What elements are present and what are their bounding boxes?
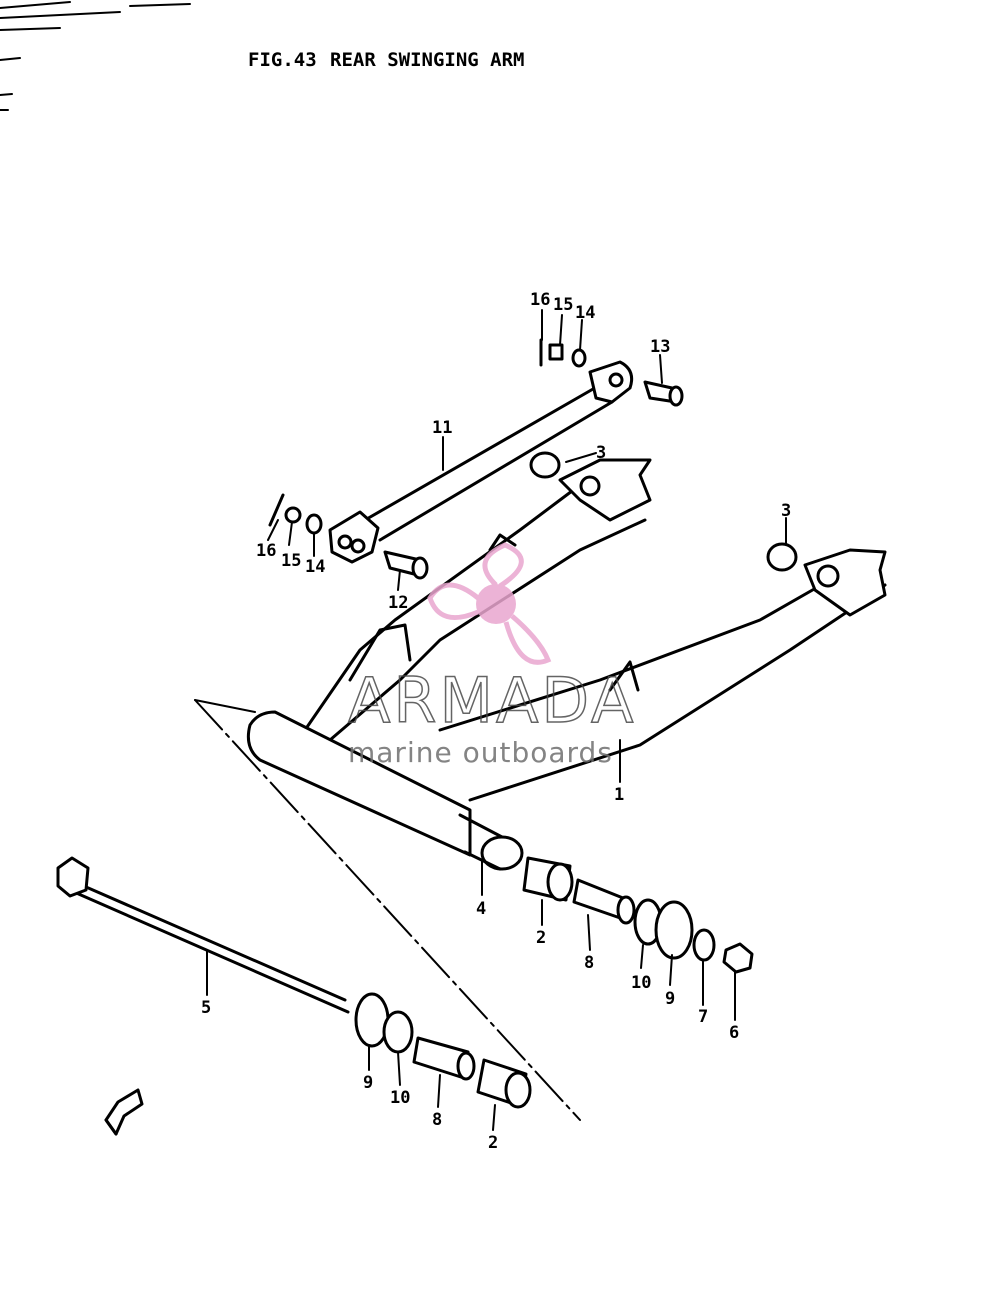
callout-14-left: 14 bbox=[305, 557, 325, 577]
washer-7 bbox=[692, 928, 716, 962]
figure-number: FIG.43 bbox=[248, 49, 317, 71]
callout-16: 16 bbox=[530, 290, 550, 310]
callout-7: 7 bbox=[698, 1007, 708, 1027]
propeller-logo-icon bbox=[427, 542, 552, 665]
watermark: ARMADA marine outboards bbox=[347, 542, 636, 769]
callout-15-left: 15 bbox=[281, 551, 301, 571]
callout-8-right: 8 bbox=[584, 953, 594, 973]
callout-5: 5 bbox=[201, 998, 211, 1018]
callout-11: 11 bbox=[432, 418, 452, 438]
callout-9-right: 9 bbox=[665, 989, 675, 1009]
callout-10-left: 10 bbox=[390, 1088, 410, 1108]
callout-4: 4 bbox=[476, 899, 486, 919]
callout-13: 13 bbox=[650, 337, 670, 357]
torque-rod bbox=[328, 360, 634, 564]
callout-14: 14 bbox=[575, 303, 595, 323]
scan-noise bbox=[0, 1, 191, 111]
bearing-2-right bbox=[522, 856, 574, 902]
callout-10-right: 10 bbox=[631, 973, 651, 993]
callout-2-left: 2 bbox=[488, 1133, 498, 1153]
callout-15: 15 bbox=[553, 295, 573, 315]
callout-3-right: 3 bbox=[781, 501, 791, 521]
bolt-12 bbox=[383, 550, 429, 580]
callout-9-left: 9 bbox=[363, 1073, 373, 1093]
callout-12: 12 bbox=[388, 593, 408, 613]
washer-9-right bbox=[654, 900, 694, 960]
swing-arm bbox=[246, 458, 887, 871]
spacer-8-left bbox=[412, 1036, 476, 1081]
bolt-13 bbox=[643, 380, 684, 407]
callout-3-left: 3 bbox=[596, 443, 606, 463]
callout-8-left: 8 bbox=[432, 1110, 442, 1130]
center-line bbox=[194, 699, 581, 1121]
bearing-2-left bbox=[476, 1058, 532, 1109]
center-line-top bbox=[194, 699, 256, 713]
spacer-3-right bbox=[766, 542, 798, 572]
seal-10-left bbox=[382, 1010, 414, 1054]
pivot-shaft bbox=[56, 856, 350, 1014]
spacer-8-right bbox=[572, 878, 636, 925]
nut-6 bbox=[722, 942, 754, 974]
watermark-tagline: marine outboards bbox=[348, 736, 613, 769]
cotter-pin-left bbox=[268, 493, 323, 535]
watermark-brand: ARMADA bbox=[348, 664, 636, 737]
figure-title: REAR SWINGING ARM bbox=[330, 49, 524, 71]
arrow-icon bbox=[104, 1088, 144, 1136]
callout-2-right: 2 bbox=[536, 928, 546, 948]
leader-lines bbox=[206, 309, 787, 1131]
callouts: 16 15 14 13 11 3 3 16 15 14 12 1 4 2 8 1… bbox=[201, 290, 791, 1153]
cotter-pin-top bbox=[539, 338, 587, 368]
callout-16-left: 16 bbox=[256, 541, 276, 561]
spacer-3-left bbox=[529, 451, 561, 479]
callout-6: 6 bbox=[729, 1023, 739, 1043]
callout-1: 1 bbox=[614, 785, 624, 805]
